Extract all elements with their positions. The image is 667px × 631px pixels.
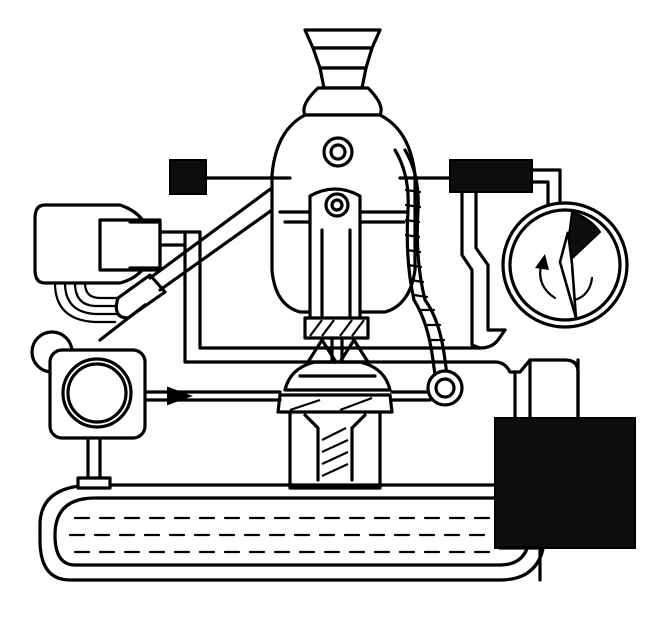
coil-marks	[404, 188, 446, 342]
control-box	[494, 417, 636, 549]
pedestal-column	[276, 393, 394, 490]
hatching	[289, 396, 373, 477]
reservoir-tank	[38, 483, 547, 582]
gauge-black-sector	[563, 210, 602, 268]
pump-housing	[30, 330, 147, 440]
pressure-vessel	[270, 28, 417, 364]
black-connector-right	[398, 159, 562, 207]
flow-direction-arrow	[167, 386, 193, 406]
black-connector-left	[169, 159, 292, 195]
liquid-dashes	[68, 516, 502, 554]
pressure-gauge	[501, 201, 629, 329]
coil-spring-hose	[393, 148, 464, 407]
pipes	[76, 190, 580, 490]
gauge-needle	[558, 231, 578, 319]
actuator-motor	[33, 203, 202, 324]
